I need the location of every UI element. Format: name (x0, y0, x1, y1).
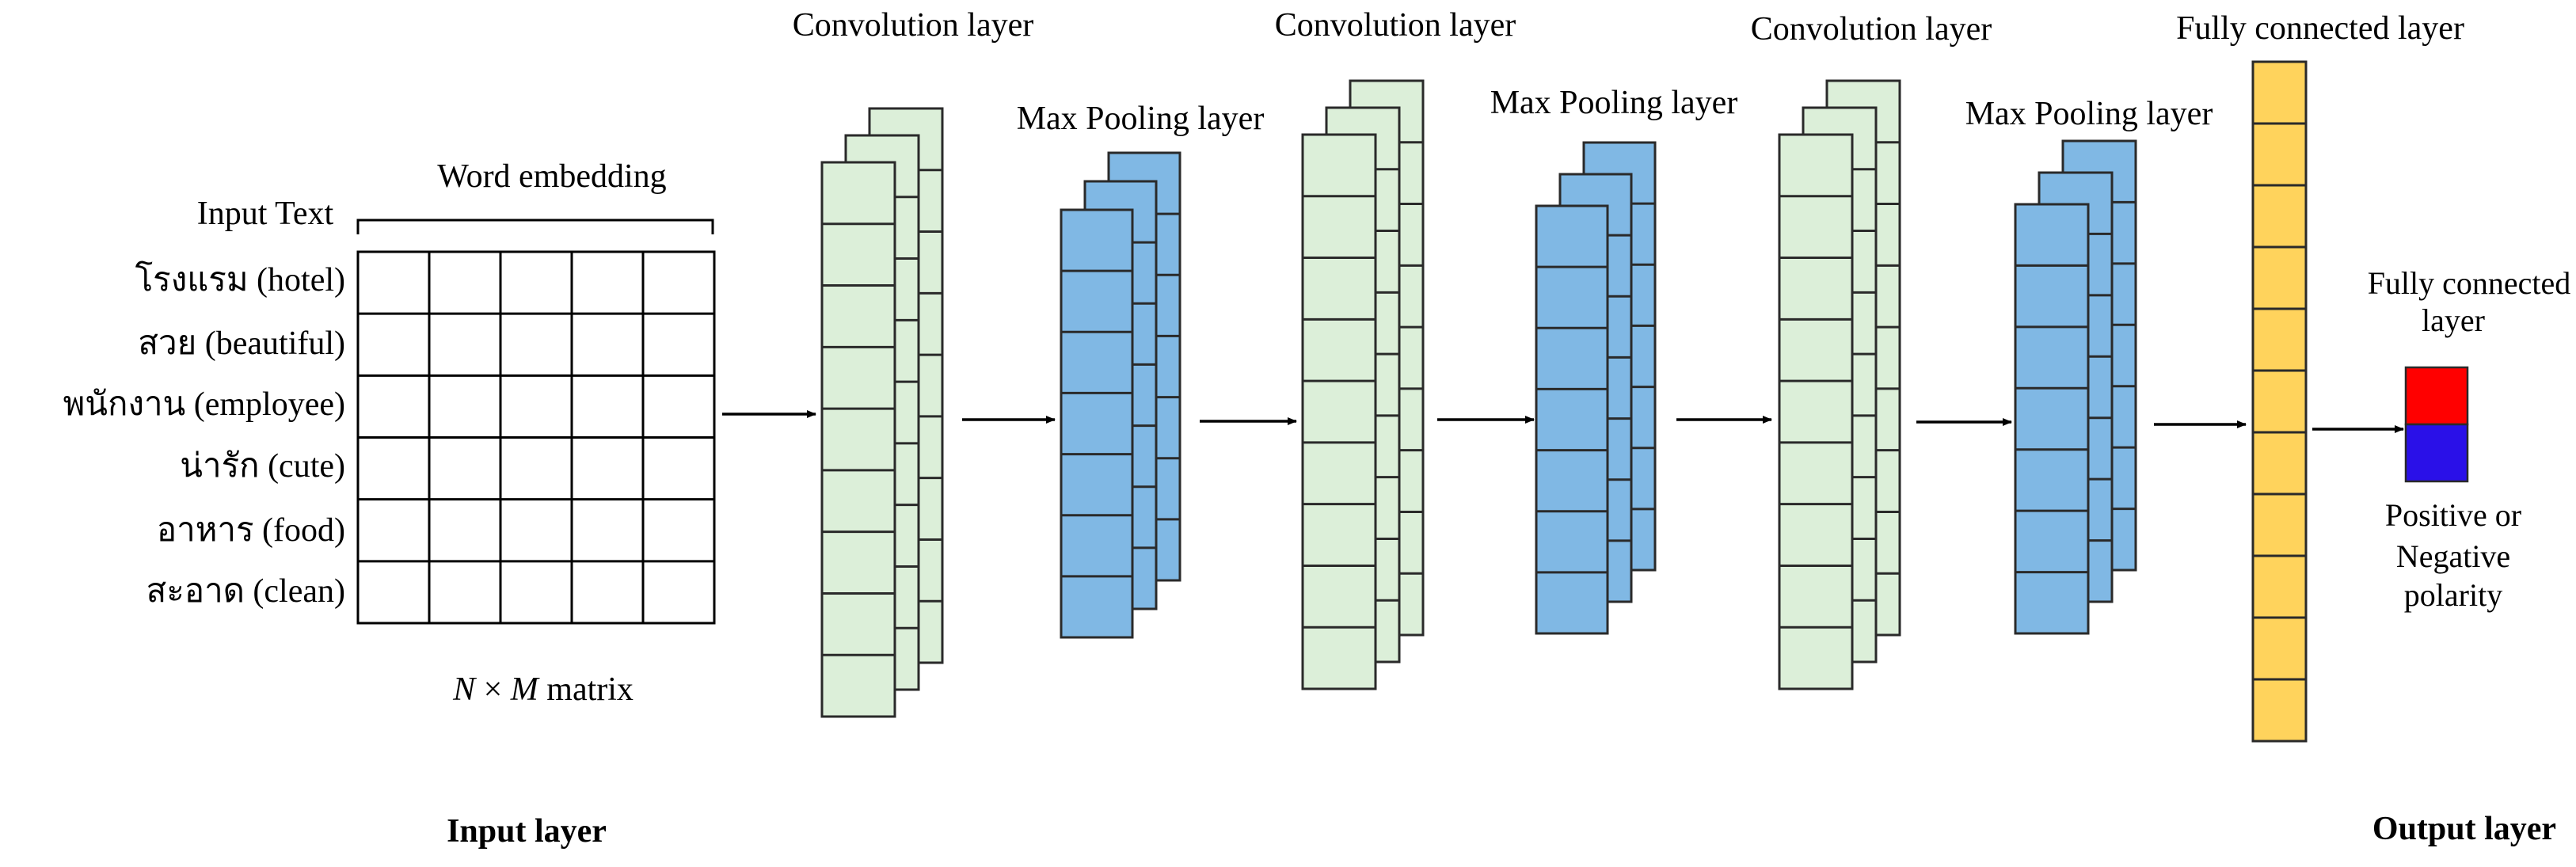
word-embedding-label: Word embedding (437, 158, 666, 195)
fc2-label-line-2: layer (2422, 302, 2485, 338)
embedding-matrix-grid (356, 250, 716, 625)
conv-layer-2-label: Convolution layer (1275, 7, 1516, 44)
fc-bar-body (2251, 60, 2308, 743)
matrix-times: × (475, 671, 511, 708)
conv-layer-3-label: Convolution layer (1751, 11, 1992, 48)
polarity-line-1: Positive or (2385, 497, 2521, 533)
conv-layer-3 (1778, 79, 1901, 690)
conv-map-sheet (1301, 133, 1377, 690)
word-list: โรงแรม (hotel) สวย (beautiful) พนักงาน (… (63, 260, 345, 610)
matrix-size-label: N × M matrix (452, 671, 634, 708)
conv-map-sheet (1778, 133, 1854, 690)
input-word-3: พนักงาน (employee) (63, 386, 345, 423)
polarity-line-2: Negative (2396, 538, 2510, 574)
polarity-line-3: polarity (2404, 577, 2502, 613)
pool-layer-3-label: Max Pooling layer (1965, 96, 2213, 132)
input-word-1: โรงแรม (hotel) (135, 260, 345, 299)
input-text-title: Input Text (197, 196, 334, 232)
output-positive-node (2404, 366, 2469, 426)
input-word-5: อาหาร (food) (157, 512, 345, 549)
pool-map-sheet (1535, 204, 1609, 635)
conv-layer-1-label: Convolution layer (793, 7, 1033, 44)
pool-layer-1 (1060, 151, 1181, 639)
input-word-4: น่ารัก (cute) (180, 448, 345, 485)
output-negative-node (2404, 423, 2469, 483)
conv-layer-1 (820, 107, 944, 718)
flow-arrows (722, 410, 2404, 433)
embedding-brace (356, 219, 714, 234)
input-word-6: สะอาด (clean) (146, 573, 345, 610)
matrix-n: N (452, 671, 477, 708)
matrix-rest: matrix (538, 671, 634, 708)
fc2-label-line-1: Fully connected (2368, 265, 2571, 301)
pool-layer-3 (2014, 139, 2137, 635)
matrix-m: M (510, 671, 540, 708)
output-layer-label: Output layer (2372, 811, 2556, 847)
input-word-2: สวย (beautiful) (138, 325, 345, 362)
pool-map-sheet (1060, 208, 1134, 639)
conv-layer-2 (1301, 79, 1425, 690)
input-layer-label: Input layer (447, 813, 607, 850)
fc-layer-label: Fully connected layer (2176, 10, 2464, 47)
pool-layer-2-label: Max Pooling layer (1490, 85, 1738, 121)
pool-map-sheet (2014, 203, 2090, 635)
conv-map-sheet (820, 161, 896, 718)
pool-layer-1-label: Max Pooling layer (1017, 101, 1265, 137)
pool-layer-2 (1535, 141, 1657, 635)
fully-connected-bar (2251, 60, 2308, 743)
